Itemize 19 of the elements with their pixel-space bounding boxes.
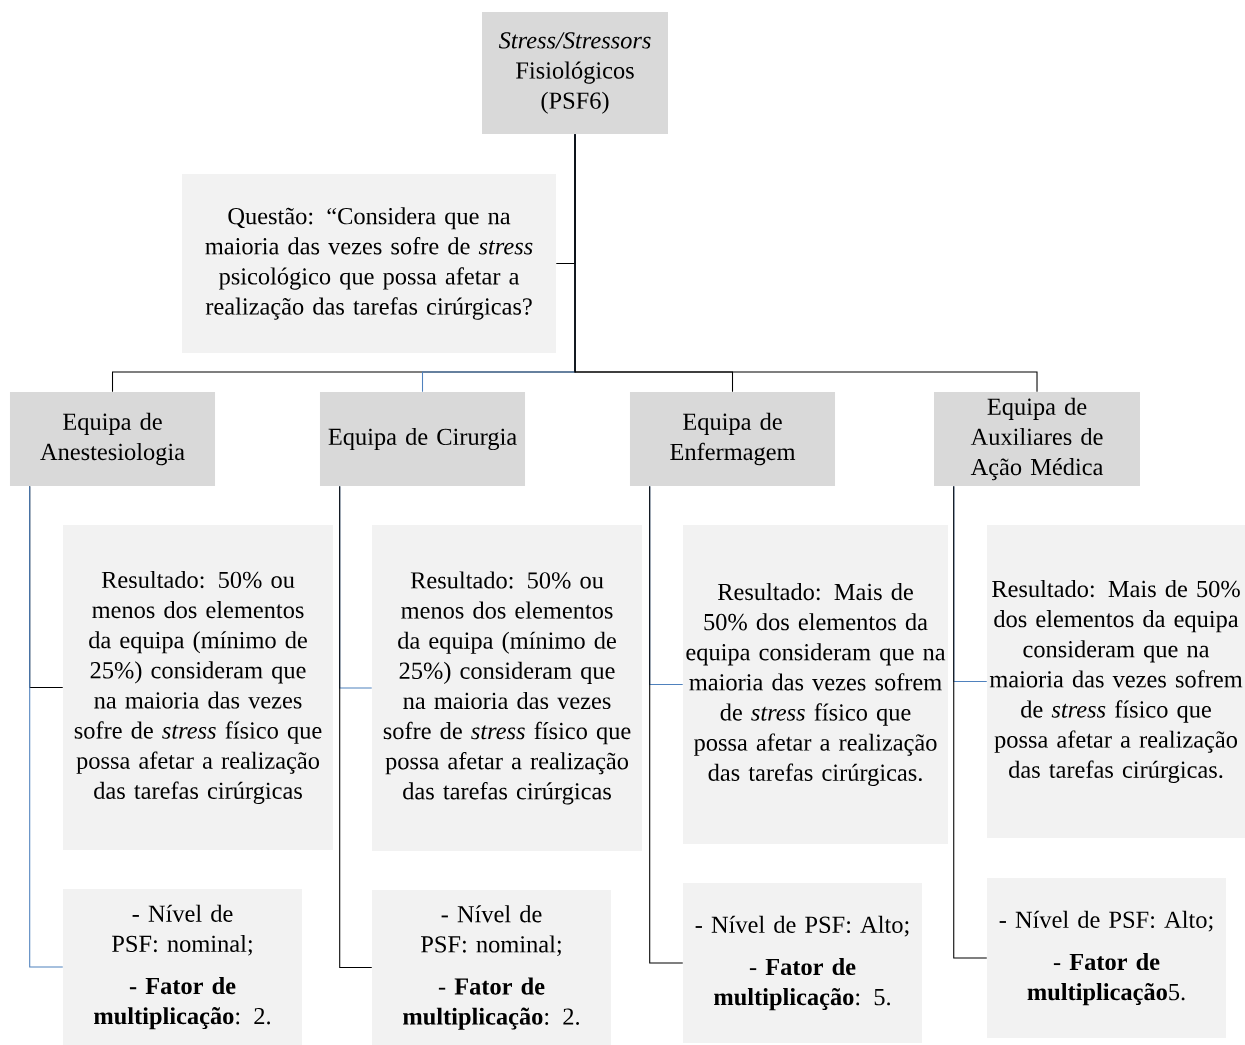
connector-line	[649, 485, 684, 964]
psf-level-box: - Nível de PSF: Alto; - Fator de multiplicação: 5.	[683, 883, 922, 1043]
team-box: Equipa de Enfermagem	[629, 392, 836, 486]
connector-line	[953, 485, 988, 959]
connector-line	[29, 485, 64, 968]
psf-level-box: - Nível de PSF: nominal; - Fator de multiplicação: 2.	[63, 889, 302, 1045]
result-box: Resultado: 50% ou menos dos elementos da equipa (mínimo de 25%) consideram que na maioria das vezes sofre de stress físico que possa afetar a realização das tarefas cirúrgicas	[372, 525, 642, 851]
team-box: Equipa de Cirurgia	[320, 392, 526, 486]
connector-line	[574, 133, 1038, 393]
title-box: Stress/Stressors Fisiológicos (PSF6)	[482, 12, 668, 134]
result-box: Resultado: 50% ou menos dos elementos da equipa (mínimo de 25%) consideram que na maioria das vezes sofre de stress físico que possa afetar a realização das tarefas cirúrgicas	[63, 524, 333, 851]
psf-level-box: - Nível de PSF: nominal; - Fator de multiplicação: 2.	[372, 890, 611, 1045]
psf-level-box: - Nível de PSF: Alto; - Fator de multiplicação5.	[987, 878, 1226, 1038]
result-box: Resultado: Mais de 50% dos elementos da equipa consideram que na maioria das vezes sofrem de stress físico que possa afetar a realização das tarefas cirúrgicas.	[682, 525, 949, 844]
team-box: Equipa de Anestesiologia	[9, 392, 216, 486]
team-box: Equipa de Auxiliares de Ação Médica	[934, 392, 1140, 486]
question-box: Questão: “Considera que na maioria das vezes sofre de stress psicológico que possa afetar a realização das tarefas cirúrgicas?	[182, 174, 556, 353]
result-box: Resultado: Mais de 50% dos elementos da equipa consideram que na maioria das vezes sofrem de stress físico que possa afetar a realização das tarefas cirúrgicas.	[987, 524, 1245, 839]
connector-line	[339, 485, 373, 969]
